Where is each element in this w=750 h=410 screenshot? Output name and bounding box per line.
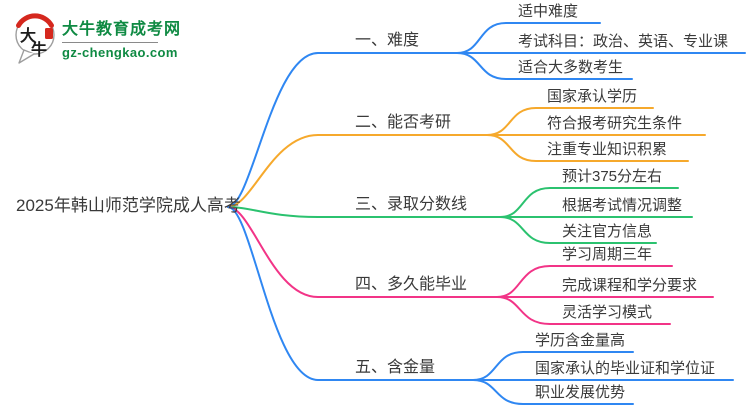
logo-char-bottom: 牛: [31, 40, 47, 59]
child-line-5-1: [472, 351, 634, 381]
child-node-1-1: 适中难度: [518, 3, 579, 20]
site-url: gz-chengkao.com: [62, 45, 178, 60]
logo-text-block: 大牛教育成考网 gz-chengkao.com: [62, 20, 181, 60]
speech-bubble-bull-icon: 大 牛: [15, 13, 55, 64]
branch-node-5: 五、含金量: [355, 359, 436, 376]
child-node-3-1: 预计375分左右: [562, 168, 663, 185]
branch-node-1: 一、难度: [355, 32, 420, 49]
child-line-5-3: [472, 379, 634, 405]
child-line-4-3: [496, 296, 671, 325]
child-node-5-1: 学历含金量高: [535, 332, 626, 349]
child-node-1-2: 考试科目：政治、英语、专业课: [518, 33, 729, 50]
red-arc: [16, 13, 54, 28]
branch-node-4: 四、多久能毕业: [355, 276, 468, 293]
child-line-4-1: [496, 265, 673, 298]
child-node-1-3: 适合大多数考生: [518, 59, 624, 76]
logo-divider: [62, 42, 158, 43]
child-line-1-1: [456, 22, 601, 54]
branch-node-2: 二、能否考研: [355, 114, 452, 131]
child-node-4-3: 灵活学习模式: [562, 304, 653, 321]
child-node-2-2: 符合报考研究生条件: [547, 115, 683, 132]
red-seal: [45, 28, 53, 39]
child-line-3-3: [499, 216, 657, 244]
child-line-3-1: [499, 187, 679, 218]
child-node-4-2: 完成课程和学分要求: [562, 277, 698, 294]
child-node-3-3: 关注官方信息: [562, 223, 653, 240]
branch-line-2: [227, 134, 488, 208]
logo-char-top: 大: [20, 26, 36, 45]
site-name: 大牛教育成考网: [62, 21, 182, 38]
child-node-5-2: 国家承认的毕业证和学位证: [535, 360, 716, 377]
child-line-1-3: [456, 52, 633, 80]
branch-line-3: [227, 206, 501, 218]
child-line-2-3: [486, 134, 689, 162]
branch-line-4: [227, 206, 498, 298]
branch-line-5: [227, 206, 474, 381]
child-node-2-3: 注重专业知识积累: [547, 141, 668, 158]
child-node-4-1: 学习周期三年: [562, 246, 653, 263]
root-node: 2025年韩山师范学院成人高考: [16, 196, 241, 215]
child-node-3-2: 根据考试情况调整: [562, 197, 683, 214]
site-logo: 大 牛 大牛教育成考网 gz-chengkao.com: [12, 12, 192, 64]
branch-line-1: [227, 52, 458, 208]
child-node-5-3: 职业发展优势: [535, 384, 626, 401]
child-node-2-1: 国家承认学历: [547, 88, 638, 105]
branch-node-3: 三、录取分数线: [355, 196, 468, 213]
